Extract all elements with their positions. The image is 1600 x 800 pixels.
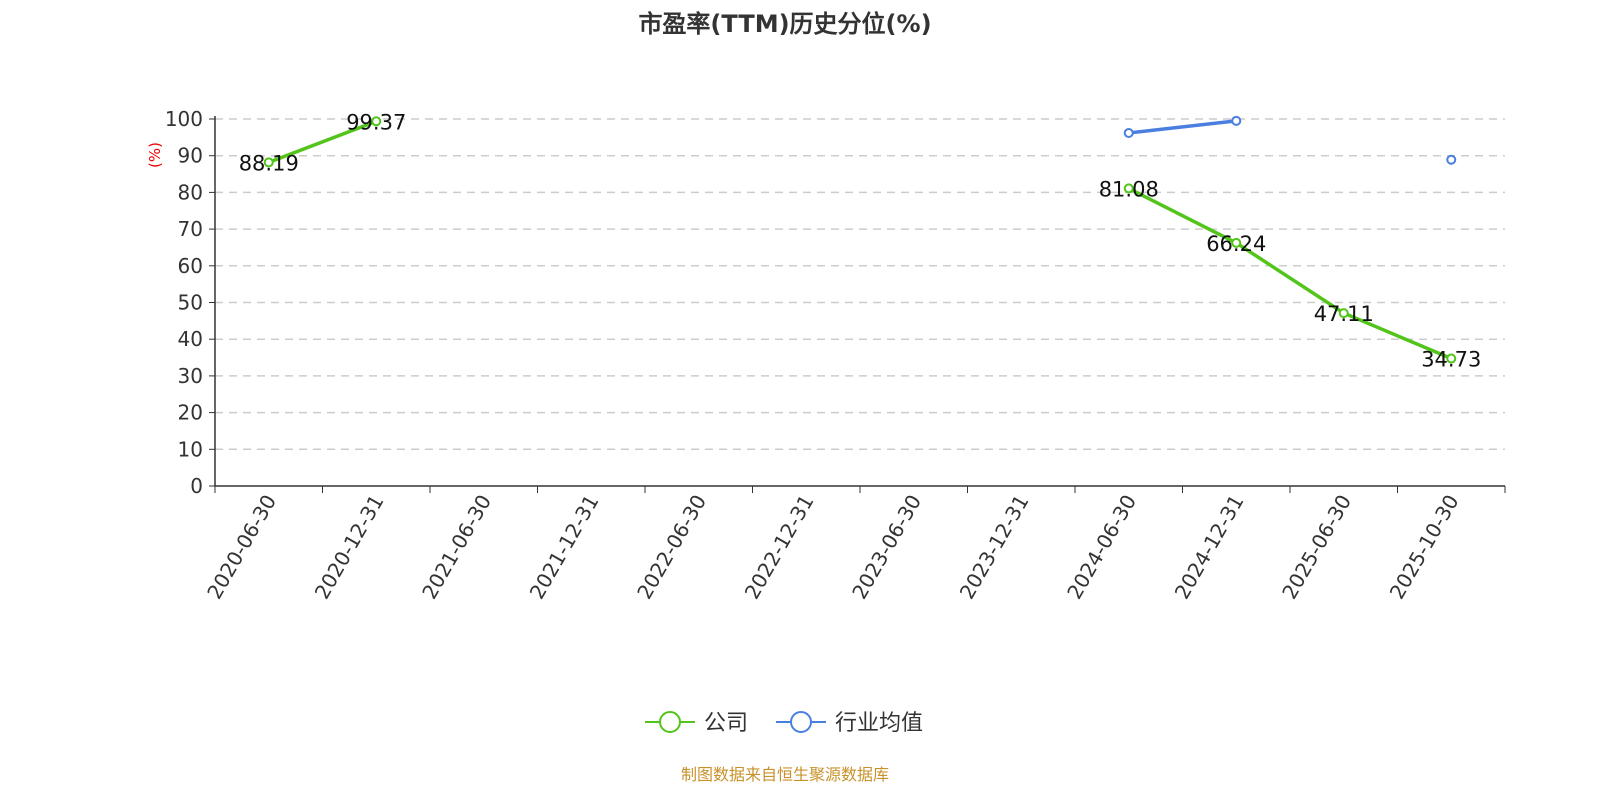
legend-marker-icon (790, 711, 812, 733)
x-tick-label: 2022-12-31 (740, 491, 819, 604)
data-label: 34.73 (1421, 348, 1481, 372)
legend-marker-icon (659, 711, 681, 733)
data-label: 88.19 (239, 151, 299, 175)
y-tick-label: 30 (178, 364, 203, 388)
y-tick-label: 70 (178, 217, 203, 241)
x-tick-label: 2023-06-30 (847, 491, 926, 604)
data-point (371, 116, 382, 127)
y-axis-label: (%) (146, 142, 164, 168)
y-tick-label: 80 (178, 180, 203, 204)
y-tick-label: 60 (178, 254, 203, 278)
data-point (1231, 237, 1242, 248)
x-tick-label: 2025-10-30 (1385, 491, 1464, 604)
x-tick-label: 2020-12-31 (310, 491, 389, 604)
data-point (1446, 353, 1457, 364)
data-point (1123, 127, 1134, 138)
series-line (1127, 186, 1452, 361)
x-tick-label: 2021-06-30 (417, 491, 496, 604)
y-tick-label: 10 (178, 437, 203, 461)
data-label: 47.11 (1314, 302, 1374, 326)
data-point (1123, 183, 1134, 194)
series-0: 88.19 99.37 81.08 66.24 47.11 34.73 (239, 110, 1482, 371)
data-point (1446, 154, 1457, 165)
x-tick-label: 2021-12-31 (525, 491, 604, 604)
data-label: 99.37 (346, 110, 406, 134)
series-line (1128, 119, 1237, 135)
y-tick-label: 20 (178, 401, 203, 425)
y-tick-label: 0 (190, 474, 203, 498)
x-tick-label: 2024-12-31 (1170, 491, 1249, 604)
series-1 (1123, 115, 1457, 165)
source-note: 制图数据来自恒生聚源数据库 (681, 765, 889, 784)
x-tick-label: 2020-06-30 (202, 491, 281, 604)
data-point (1338, 308, 1349, 319)
data-point (263, 157, 274, 168)
y-tick-label: 90 (178, 144, 203, 168)
y-tick-label: 40 (178, 327, 203, 351)
series-line (268, 119, 377, 164)
y-tick-label: 50 (178, 291, 203, 315)
x-tick-label: 2025-06-30 (1277, 491, 1356, 604)
x-tick-label: 2024-06-30 (1062, 491, 1141, 604)
y-tick-label: 100 (165, 107, 203, 131)
legend: 公司 行业均值 (645, 711, 923, 736)
x-tick-label: 2022-06-30 (632, 491, 711, 604)
x-tick-label: 2023-12-31 (955, 491, 1034, 604)
legend-label: 行业均值 (835, 711, 923, 736)
chart-title: 市盈率(TTM)历史分位(%) (638, 10, 931, 38)
data-label: 81.08 (1099, 177, 1159, 201)
legend-label: 公司 (704, 711, 748, 736)
data-point (1231, 115, 1242, 126)
data-label: 66.24 (1206, 232, 1266, 256)
